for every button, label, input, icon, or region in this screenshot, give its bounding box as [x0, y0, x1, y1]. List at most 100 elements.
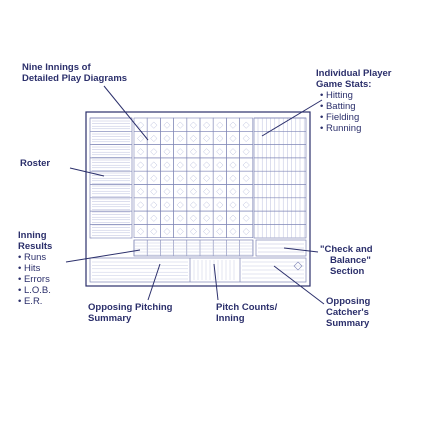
play-cell — [173, 144, 188, 159]
base-diamond — [150, 121, 158, 129]
stats-box — [253, 117, 307, 239]
play-cell — [199, 144, 214, 159]
base-diamond — [163, 201, 171, 209]
base-diamond — [203, 161, 211, 169]
base-diamond — [150, 227, 158, 236]
base-diamond — [137, 134, 145, 143]
play-cell — [212, 131, 227, 145]
play-cell — [173, 210, 188, 225]
play-cell — [199, 184, 214, 199]
play-cell — [146, 224, 161, 238]
base-diamond — [137, 148, 145, 156]
base-diamond — [242, 201, 250, 209]
play-cell — [160, 197, 174, 212]
play-cell — [146, 184, 161, 199]
base-diamond — [216, 188, 224, 196]
play-cell — [133, 184, 148, 199]
base-diamond — [176, 161, 184, 169]
play-cell — [160, 157, 174, 172]
leader-inning-results — [65, 249, 141, 263]
base-diamond — [216, 134, 224, 143]
base-diamond — [176, 227, 184, 236]
play-cell — [226, 224, 240, 238]
play-cell — [133, 170, 148, 185]
play-cell — [212, 157, 227, 172]
base-diamond — [203, 134, 211, 143]
base-diamond — [189, 161, 197, 169]
base-diamond — [242, 227, 250, 236]
base-diamond — [137, 214, 145, 222]
play-cell — [239, 197, 254, 212]
play-cell — [239, 170, 254, 185]
play-cell — [160, 184, 174, 199]
base-diamond — [150, 201, 158, 209]
base-diamond — [229, 214, 237, 222]
play-cell — [239, 131, 254, 145]
base-diamond — [163, 121, 171, 129]
base-diamond — [216, 148, 224, 156]
base-diamond — [189, 134, 197, 143]
play-cell — [173, 117, 188, 132]
check-box — [255, 239, 307, 257]
play-cell — [186, 210, 201, 225]
player-stats-block — [253, 117, 307, 239]
play-cell — [212, 184, 227, 199]
play-cell — [226, 197, 240, 212]
sheet-frame — [85, 111, 311, 287]
base-diamond — [229, 148, 237, 156]
play-cell — [199, 210, 214, 225]
base-diamond — [176, 134, 184, 143]
play-cell — [133, 131, 148, 145]
play-cell — [146, 131, 161, 145]
base-diamond — [242, 188, 250, 196]
play-cell — [160, 170, 174, 185]
play-cell — [186, 224, 201, 238]
base-diamond — [137, 121, 145, 129]
base-diamond — [150, 148, 158, 156]
base-diamond — [163, 161, 171, 169]
play-cell — [212, 210, 227, 225]
play-cell — [212, 170, 227, 185]
base-diamond — [189, 214, 197, 222]
play-cell — [226, 210, 240, 225]
play-cell — [226, 157, 240, 172]
play-cell — [226, 184, 240, 199]
base-diamond — [216, 201, 224, 209]
play-cell — [173, 131, 188, 145]
base-diamond — [189, 174, 197, 182]
label-pitch-counts: Pitch Counts/ Inning — [216, 302, 278, 324]
play-cell — [146, 157, 161, 172]
play-cell — [133, 224, 148, 238]
label-opposing-catcher: Opposing Catcher's Summary — [326, 296, 371, 329]
base-diamond — [189, 121, 197, 129]
scoresheet-grid — [85, 111, 311, 287]
play-cell — [186, 170, 201, 185]
play-cell — [146, 197, 161, 212]
base-diamond — [203, 148, 211, 156]
base-diamond — [189, 148, 197, 156]
play-cell — [199, 170, 214, 185]
play-cell — [173, 184, 188, 199]
base-diamond — [229, 227, 237, 236]
base-diamond — [163, 227, 171, 236]
base-diamond — [176, 214, 184, 222]
label-roster: Roster — [20, 158, 51, 169]
base-diamond — [189, 188, 197, 196]
play-cell — [146, 170, 161, 185]
play-cell — [160, 144, 174, 159]
play-cell — [133, 144, 148, 159]
base-diamond — [203, 227, 211, 236]
base-diamond — [216, 227, 224, 236]
summary-box — [89, 257, 307, 283]
play-cell — [226, 144, 240, 159]
play-cell — [146, 117, 161, 132]
leader-opposing-pitching — [147, 263, 161, 301]
label-check-balance: "Check and Balance" Section — [320, 244, 373, 277]
leader-roster — [69, 167, 105, 177]
base-diamond — [216, 174, 224, 182]
results-box — [133, 239, 254, 257]
play-cell — [160, 210, 174, 225]
leader-check-balance — [283, 247, 319, 253]
base-diamond — [242, 121, 250, 129]
